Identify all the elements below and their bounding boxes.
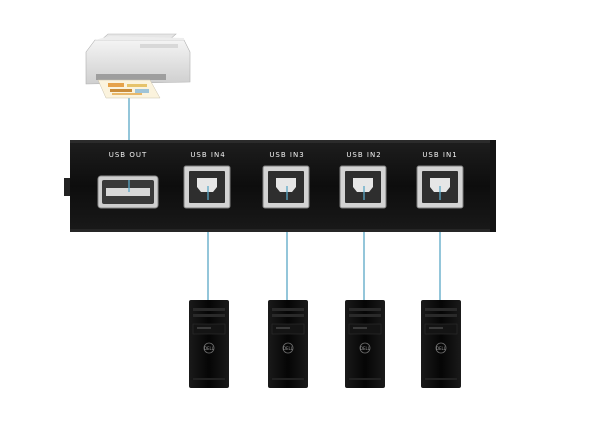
desktop-tower-icon: DELL	[421, 300, 461, 388]
usb-in1-label: USB IN1	[422, 151, 458, 159]
usb-out-port	[97, 175, 159, 209]
desktop-tower-icon: DELL	[268, 300, 308, 388]
svg-text:DELL: DELL	[436, 346, 447, 351]
usb-in2-label: USB IN2	[346, 151, 382, 159]
usb-in3-label: USB IN3	[269, 151, 305, 159]
desktop-tower-icon: DELL	[345, 300, 385, 388]
printer-icon	[85, 33, 191, 99]
usb-in4-label: USB IN4	[190, 151, 226, 159]
desktop-tower-icon: DELL	[189, 300, 229, 388]
svg-text:DELL: DELL	[360, 346, 371, 351]
usb-in4-port	[183, 165, 231, 209]
usb-in3-port	[262, 165, 310, 209]
svg-text:DELL: DELL	[283, 346, 294, 351]
usb-in2-port	[339, 165, 387, 209]
usb-out-label: USB OUT	[108, 151, 148, 159]
svg-text:DELL: DELL	[204, 346, 215, 351]
